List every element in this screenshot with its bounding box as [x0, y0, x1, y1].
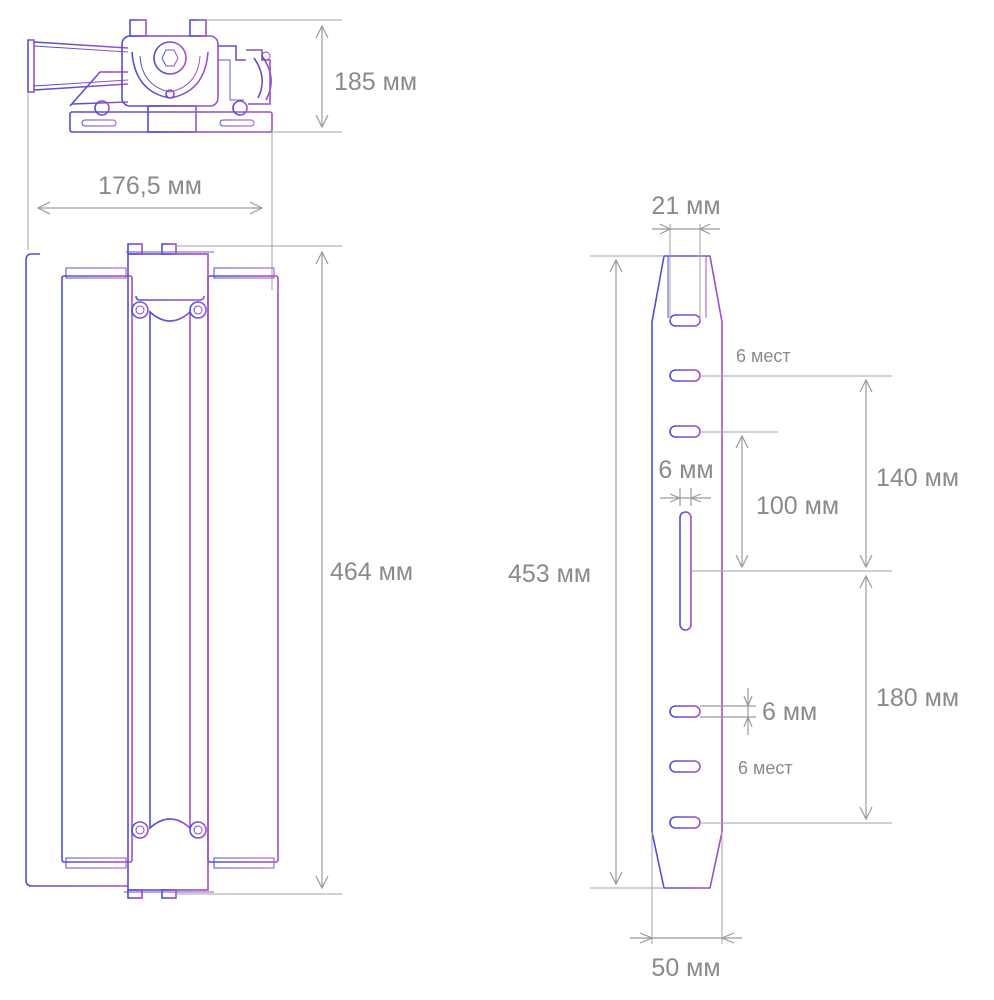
bracket-view: [651, 255, 723, 889]
label-464: 464 мм: [330, 558, 413, 586]
dim-base-50: 50 мм: [630, 832, 742, 982]
front-view-lamp: [25, 243, 279, 899]
label-185: 185 мм: [334, 68, 417, 96]
label-100: 100 мм: [756, 492, 839, 520]
label-hole-6: 6 мм: [762, 698, 817, 726]
label-places-bottom: 6 мест: [738, 758, 793, 778]
label-slot-6: 6 мм: [658, 456, 713, 484]
dim-slot-6: 6 мм: [658, 456, 714, 506]
dim-spacing-100: 100 мм: [735, 434, 839, 569]
label-453: 453 мм: [508, 560, 591, 588]
dim-spacing-140: 140 мм: [859, 378, 959, 569]
dim-width-21: 21 мм: [651, 192, 721, 320]
dim-length-453: 453 мм: [508, 255, 664, 889]
label-21: 21 мм: [651, 192, 720, 220]
dim-spacing-180: 180 мм: [859, 574, 959, 821]
dim-width-176-5: 176,5 мм: [36, 172, 264, 215]
label-places-top: 6 мест: [736, 346, 791, 366]
label-140: 140 мм: [876, 464, 959, 492]
dim-height-185: 185 мм: [315, 24, 417, 129]
label-176-5: 176,5 мм: [98, 172, 202, 200]
dim-hole-6: 6 мм: [700, 688, 817, 735]
dim-length-464: 464 мм: [315, 250, 413, 890]
label-180: 180 мм: [876, 684, 959, 712]
label-50: 50 мм: [651, 954, 720, 982]
top-view-mount: [27, 19, 273, 133]
